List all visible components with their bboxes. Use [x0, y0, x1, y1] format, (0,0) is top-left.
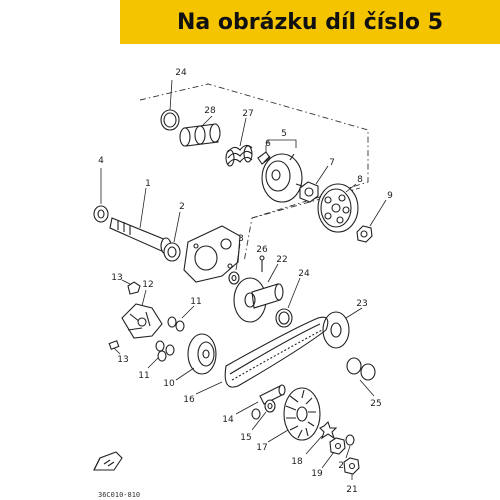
part-24-o-ring[interactable] — [160, 79, 180, 131]
label-9: 9 — [387, 191, 393, 201]
part-21-nut[interactable] — [343, 457, 360, 480]
part-27-spring[interactable] — [225, 117, 253, 167]
part-13-slider[interactable] — [108, 340, 121, 355]
label-8: 8 — [357, 175, 363, 185]
label-12: 12 — [142, 280, 153, 290]
label-11a: 11 — [190, 297, 201, 307]
part-gear-case[interactable] — [183, 225, 241, 283]
banner-text: Na obrázku díl číslo 5 — [176, 9, 444, 35]
part-12-cam-plate[interactable] — [121, 289, 163, 339]
part-5-clutch-carrier[interactable] — [261, 139, 303, 203]
part-2-bearing[interactable] — [163, 211, 181, 262]
label-26: 26 — [256, 245, 268, 255]
part-9-nut[interactable] — [356, 199, 387, 243]
label-24b: 24 — [298, 269, 310, 279]
label-1: 1 — [145, 179, 151, 189]
label-23: 23 — [356, 299, 367, 309]
part-3-washer[interactable] — [228, 243, 241, 285]
part-18-star-washer[interactable] — [305, 420, 338, 455]
part-24-lower-o-ring[interactable] — [275, 277, 301, 328]
label-27: 27 — [242, 109, 253, 119]
part-10-primary-sheave[interactable] — [175, 333, 217, 381]
part-1-shaft[interactable] — [109, 187, 172, 255]
label-10: 10 — [163, 379, 175, 389]
label-7: 7 — [329, 158, 335, 168]
part-14-collar[interactable] — [235, 384, 286, 415]
diagram-code: 36C010-810 — [98, 491, 140, 499]
label-15: 15 — [240, 433, 251, 443]
label-28: 28 — [204, 106, 216, 116]
part-23-plate[interactable] — [322, 307, 363, 349]
label-21: 21 — [346, 485, 357, 495]
part-11-rollers-lower[interactable] — [147, 340, 175, 369]
label-16: 16 — [183, 395, 195, 405]
label-25: 25 — [370, 399, 381, 409]
label-19: 19 — [311, 469, 323, 479]
part-11-rollers-upper[interactable] — [167, 305, 195, 332]
part-8-clutch-housing[interactable] — [317, 183, 359, 233]
part-28-sleeve[interactable] — [179, 115, 221, 147]
part-13-screw[interactable] — [121, 279, 141, 295]
label-5: 5 — [281, 129, 287, 139]
label-17: 17 — [256, 443, 267, 453]
label-3: 3 — [238, 234, 244, 244]
label-14: 14 — [222, 415, 234, 425]
part-29-washer[interactable] — [251, 408, 261, 420]
part-16-v-belt[interactable] — [195, 316, 329, 395]
part-15-washer[interactable] — [251, 399, 276, 431]
part-26-pin[interactable] — [259, 255, 265, 272]
part-20-washer[interactable] — [345, 434, 355, 459]
label-13a: 13 — [111, 273, 122, 283]
label-13b: 13 — [117, 355, 128, 365]
label-4: 4 — [98, 156, 104, 166]
part-7-nut[interactable] — [299, 165, 329, 203]
part-4-bearing[interactable] — [93, 168, 109, 223]
label-2: 2 — [179, 202, 185, 212]
part-6-pin[interactable] — [257, 145, 271, 165]
assembly-boundary-lower — [251, 187, 361, 219]
front-arrow-icon — [93, 451, 123, 471]
part-19-nut[interactable] — [321, 437, 346, 469]
part-22-secondary-sheave[interactable] — [233, 263, 284, 323]
title-banner: Na obrázku díl číslo 5 — [120, 0, 500, 44]
part-25-o-rings[interactable] — [346, 357, 376, 397]
label-18: 18 — [291, 457, 303, 467]
label-22: 22 — [276, 255, 287, 265]
assembly-boundary — [139, 83, 369, 263]
label-24a: 24 — [175, 68, 187, 78]
label-11b: 11 — [138, 371, 149, 381]
part-17-fan-sheave[interactable] — [267, 387, 321, 443]
